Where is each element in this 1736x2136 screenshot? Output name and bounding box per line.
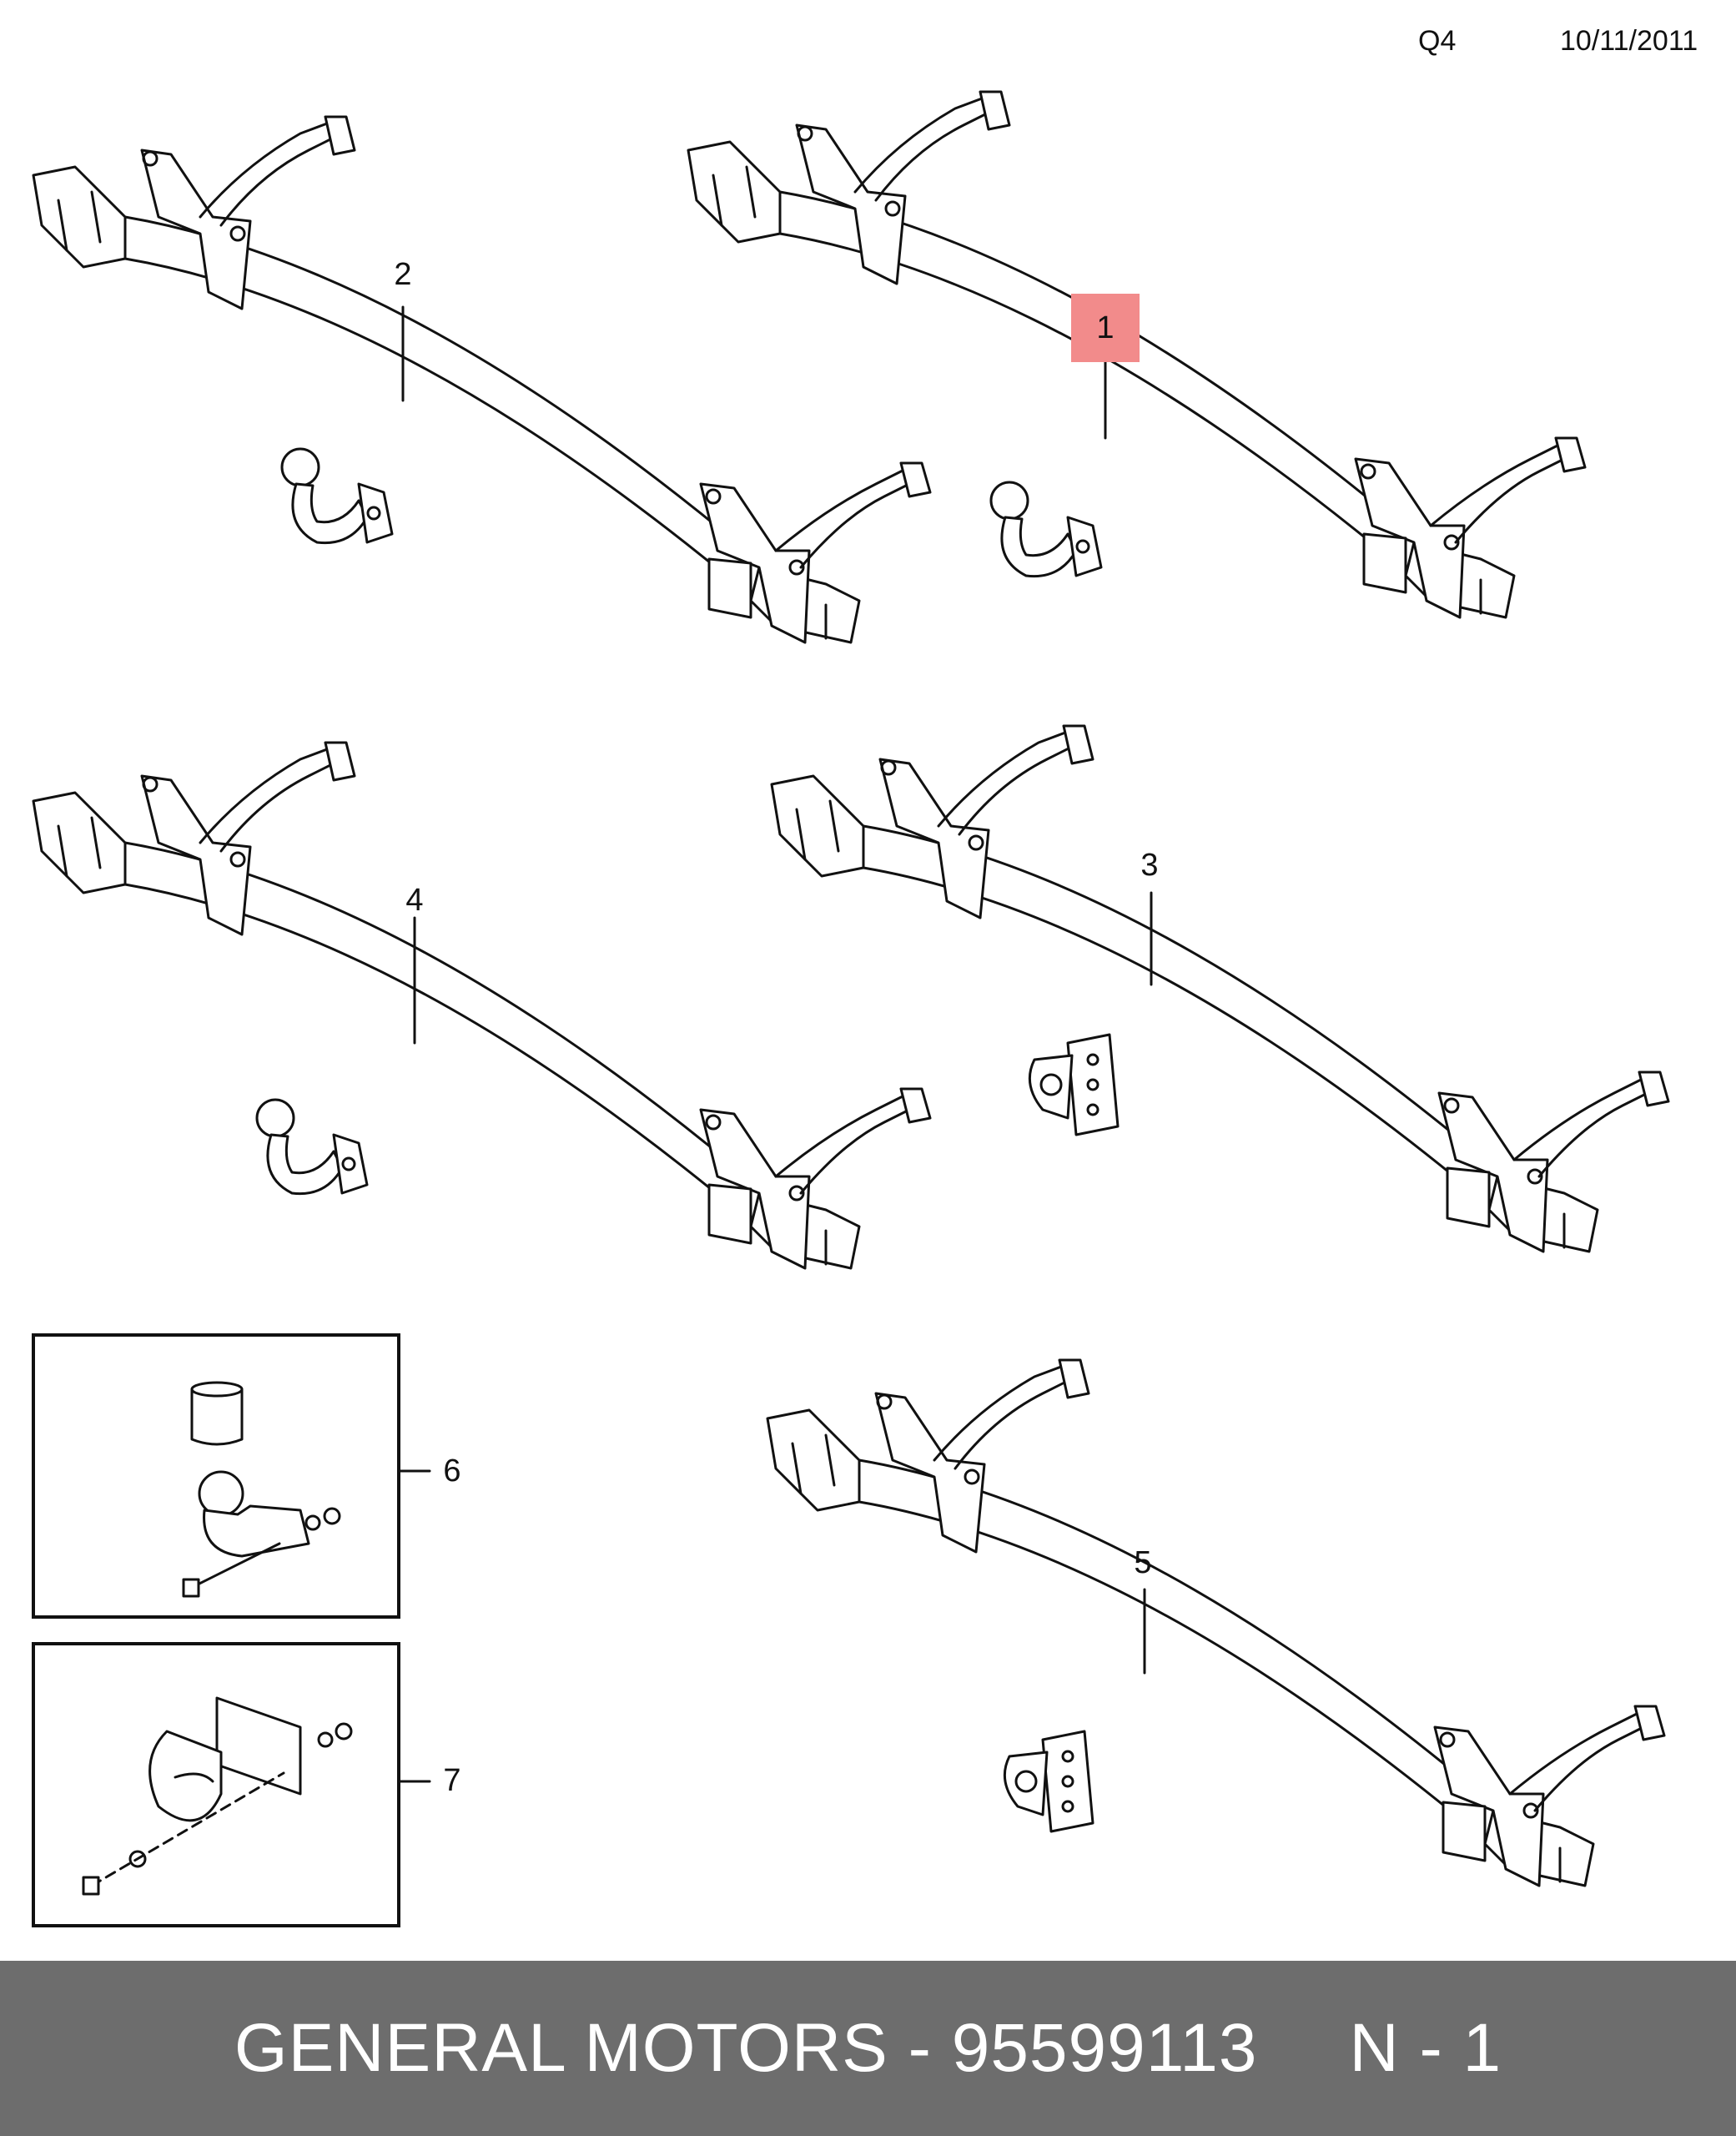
callout-2[interactable]: 2 [394,257,412,292]
part-number-banner: GENERAL MOTORS - 95599113 N - 1 [0,1961,1736,2136]
callout-7[interactable]: 7 [443,1763,461,1798]
callout-5[interactable]: 5 [1134,1545,1152,1580]
diagram-date: 10/11/2011 [1560,25,1698,57]
diagram-code: Q4 [1418,25,1457,57]
callout-1-label: 1 [1096,310,1115,345]
ball-hitch-1 [989,481,1103,578]
mounting-plate-5 [1003,1730,1094,1833]
callout-3[interactable]: 3 [1140,848,1159,883]
detail-box-7 [32,1642,400,1927]
part-number: GENERAL MOTORS - 95599113 [234,2010,1258,2086]
tow-bar-assembly-3 [770,724,1670,1253]
tow-bar-assembly-5 [766,1358,1666,1887]
callout-6[interactable]: 6 [443,1453,461,1489]
ball-hitch-4 [255,1098,369,1196]
callout-4[interactable]: 4 [405,883,424,918]
ball-hitch-2 [280,447,394,545]
mounting-plate-3 [1028,1033,1120,1136]
page-number: N - 1 [1349,2010,1502,2086]
tow-bar-exploded-diagram [32,90,1670,1927]
callout-1-highlighted[interactable]: 1 [1071,294,1140,362]
detail-box-6 [32,1333,400,1619]
